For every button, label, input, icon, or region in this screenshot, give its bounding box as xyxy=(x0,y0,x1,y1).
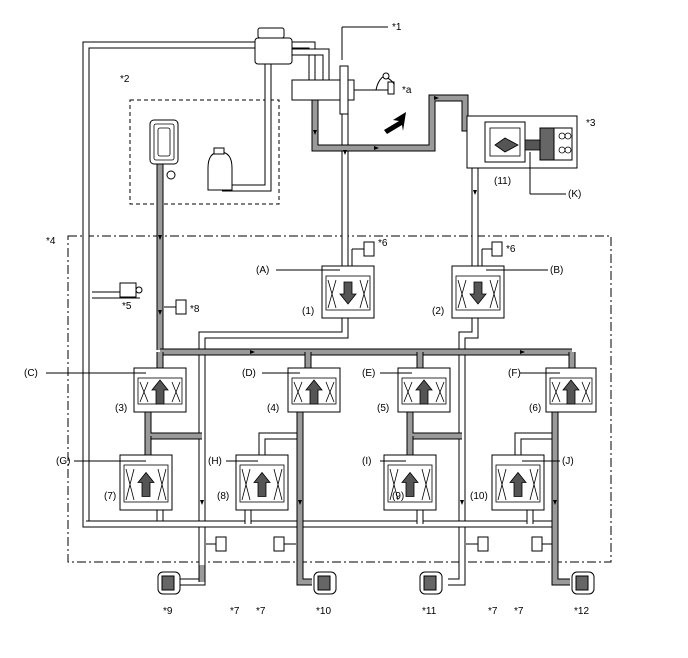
valve-4 xyxy=(287,367,341,413)
label-8: (8) xyxy=(217,491,229,502)
callout-6-right: *6 xyxy=(506,244,516,255)
stroke-simulator xyxy=(466,115,578,195)
valve-1 xyxy=(321,265,375,319)
callout-1: *1 xyxy=(392,22,402,33)
fluid-lines-pressurized xyxy=(144,94,576,586)
label-E: (E) xyxy=(362,368,375,379)
valve-6 xyxy=(545,367,597,413)
wheel-cylinder-10 xyxy=(313,571,337,595)
pedal-force-arrow xyxy=(384,112,406,134)
callout-3: *3 xyxy=(586,118,596,129)
label-4: (4) xyxy=(267,403,279,414)
labels: *1 *2 *3 *4 *5 *6 *6 *8 *a *9 *10 *11 *1… xyxy=(24,22,596,617)
solenoid-valves xyxy=(119,265,597,511)
label-J: (J) xyxy=(562,456,574,467)
flow-arrows xyxy=(158,96,557,505)
label-K: (K) xyxy=(568,189,581,200)
label-6: (6) xyxy=(529,403,541,414)
callout-7b: *7 xyxy=(256,606,266,617)
label-11: (11) xyxy=(494,176,511,187)
actuator-boundary xyxy=(67,235,612,563)
pressure-sensors xyxy=(119,241,552,552)
callout-7d: *7 xyxy=(514,606,524,617)
wheel-cylinder-9 xyxy=(157,571,181,595)
callout-5: *5 xyxy=(122,301,132,312)
label-G: (G) xyxy=(56,456,70,467)
wheel-cylinder-11 xyxy=(419,571,443,595)
label-B: (B) xyxy=(550,265,563,276)
label-C: (C) xyxy=(24,368,38,379)
master-cylinder xyxy=(291,65,395,115)
label-A: (A) xyxy=(256,265,269,276)
callout-a: *a xyxy=(402,85,412,96)
valve-8 xyxy=(235,454,289,511)
callout-4: *4 xyxy=(46,236,56,247)
label-9: (9) xyxy=(392,491,404,502)
leader-lines xyxy=(46,26,566,462)
callout-11: *11 xyxy=(422,606,437,617)
callout-7c: *7 xyxy=(488,606,498,617)
callout-8: *8 xyxy=(190,304,200,315)
label-3: (3) xyxy=(115,403,127,414)
label-10: (10) xyxy=(470,491,488,502)
label-D: (D) xyxy=(242,368,256,379)
label-H: (H) xyxy=(208,456,222,467)
pump-motor xyxy=(149,119,233,191)
valve-9 xyxy=(383,454,437,511)
wheel-cylinders xyxy=(157,571,595,595)
label-7: (7) xyxy=(104,491,116,502)
label-I: (I) xyxy=(362,456,371,467)
label-1: (1) xyxy=(302,306,314,317)
valve-7 xyxy=(119,454,173,511)
callout-6-left: *6 xyxy=(378,238,388,249)
valve-10 xyxy=(491,454,545,511)
callout-2: *2 xyxy=(120,74,130,85)
label-2: (2) xyxy=(432,306,444,317)
callout-12: *12 xyxy=(574,606,589,617)
callout-7a: *7 xyxy=(230,606,240,617)
callout-10: *10 xyxy=(316,606,331,617)
fluid-lines-white xyxy=(82,41,555,586)
label-F: (F) xyxy=(508,368,521,379)
valve-3 xyxy=(133,367,187,413)
reservoir xyxy=(254,27,293,65)
label-5: (5) xyxy=(377,403,389,414)
callout-9: *9 xyxy=(163,606,173,617)
valve-5 xyxy=(397,367,451,413)
valve-2 xyxy=(451,265,505,319)
wheel-cylinder-12 xyxy=(571,571,595,595)
